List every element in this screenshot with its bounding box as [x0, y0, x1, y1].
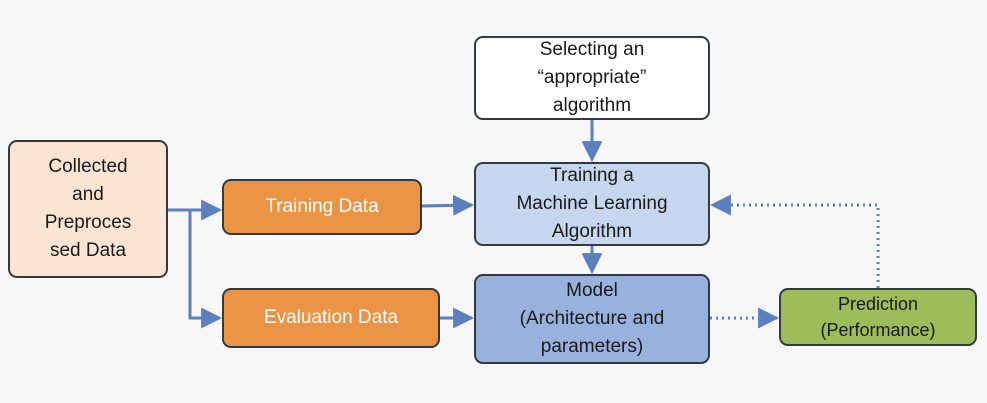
- selecting-algorithm-label: Selecting an “appropriate” algorithm: [537, 39, 647, 116]
- training-data-label: Training Data: [265, 196, 379, 217]
- edge-collected-to-evaluation-data: [188, 210, 223, 329]
- training-algorithm-node: Training a Machine Learning Algorithm: [474, 162, 710, 246]
- prediction-node: Prediction (Performance): [779, 288, 977, 346]
- model-node: Model (Architecture and parameters): [474, 274, 710, 364]
- selecting-algorithm-node: Selecting an “appropriate” algorithm: [474, 36, 710, 120]
- training-algorithm-label: Training a Machine Learning Algorithm: [516, 165, 668, 242]
- collected-data-label: Collected and Preproces sed Data: [44, 156, 132, 261]
- edge-prediction-to-training-algorithm: [709, 194, 880, 288]
- collected-data-node: Collected and Preproces sed Data: [8, 140, 168, 278]
- model-label: Model (Architecture and parameters): [519, 280, 665, 357]
- evaluation-data-node: Evaluation Data: [222, 288, 440, 348]
- training-data-node: Training Data: [222, 179, 422, 235]
- evaluation-data-label: Evaluation Data: [263, 307, 399, 328]
- edge-training-data-to-training-algorithm: [421, 194, 475, 216]
- prediction-label: Prediction (Performance): [820, 294, 936, 340]
